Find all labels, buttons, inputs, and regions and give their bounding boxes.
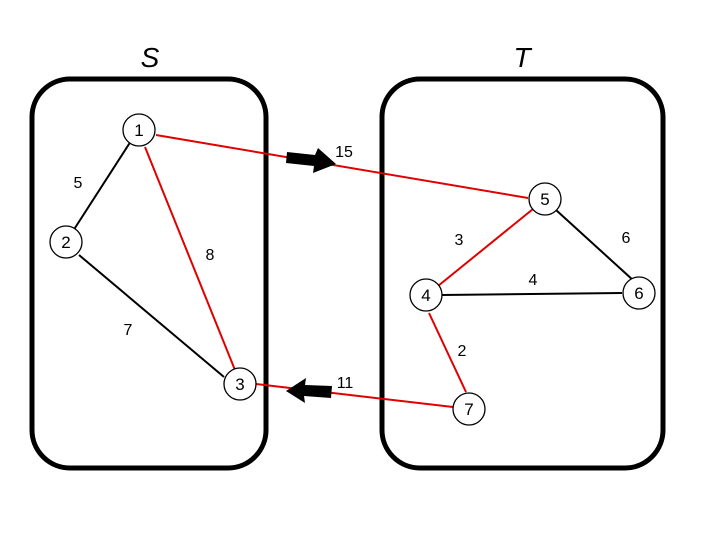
node-3: 3 — [223, 367, 257, 401]
node-5: 5 — [528, 182, 562, 216]
node-7: 7 — [452, 392, 486, 426]
weight-5-6: 6 — [622, 230, 631, 247]
set-s-box — [29, 76, 269, 471]
node-4: 4 — [409, 278, 443, 312]
edge-7-3 — [255, 383, 454, 408]
edge-4-6 — [441, 292, 623, 296]
weight-2-3: 7 — [124, 322, 133, 339]
weight-1-2: 5 — [74, 175, 83, 192]
node-6: 6 — [622, 276, 656, 310]
node-4-label: 4 — [421, 286, 430, 305]
node-2-label: 2 — [61, 233, 70, 252]
node-2: 2 — [49, 225, 83, 259]
set-s-label: S — [141, 42, 160, 73]
weight-1-5: 15 — [335, 144, 353, 161]
node-1-label: 1 — [134, 121, 143, 140]
node-3-label: 3 — [235, 375, 244, 394]
edge-2-3 — [78, 254, 225, 378]
weight-4-6: 4 — [529, 272, 538, 289]
node-5-label: 5 — [540, 190, 549, 209]
set-t-box — [379, 76, 666, 471]
edge-5-6 — [555, 209, 635, 282]
arrow-left-icon — [286, 378, 332, 403]
weight-1-3: 8 — [206, 247, 215, 264]
node-1: 1 — [122, 113, 156, 147]
weight-4-7: 2 — [458, 343, 467, 360]
weight-5-4: 3 — [455, 232, 464, 249]
weight-7-3: 11 — [337, 375, 354, 392]
node-7-label: 7 — [464, 400, 473, 419]
node-6-label: 6 — [634, 284, 643, 303]
set-t-label: T — [513, 42, 532, 73]
edge-1-5 — [155, 134, 529, 199]
edge-1-3 — [144, 146, 236, 371]
edge-4-7 — [428, 312, 467, 393]
edge-1-2 — [72, 140, 132, 232]
edge-5-4 — [437, 208, 534, 287]
arrow-right-icon — [286, 148, 336, 173]
